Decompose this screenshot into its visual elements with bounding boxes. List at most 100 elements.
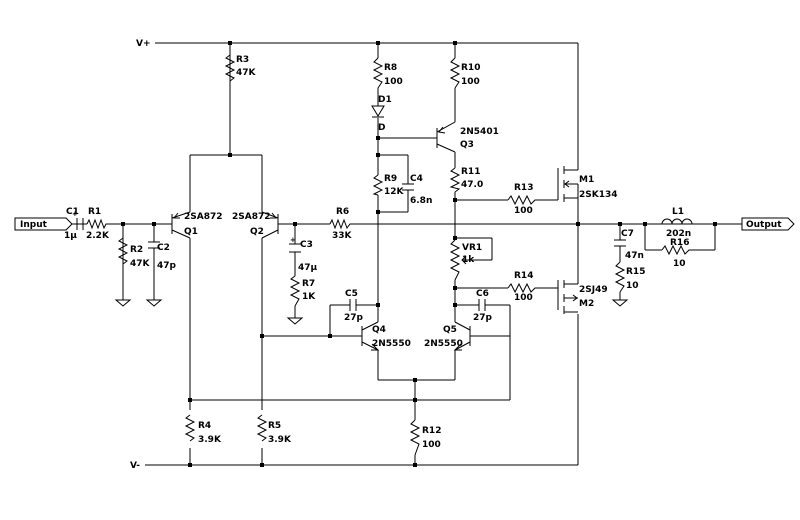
svg-text:Input: Input	[20, 220, 48, 230]
svg-text:6.8n: 6.8n	[410, 196, 432, 206]
svg-text:C3: C3	[300, 240, 313, 250]
svg-text:1K: 1K	[302, 292, 316, 302]
svg-text:V+: V+	[136, 39, 151, 49]
svg-text:C6: C6	[476, 289, 489, 299]
resistor-r6[interactable]: R6 33K	[329, 207, 353, 241]
svg-text:Output: Output	[746, 220, 782, 230]
svg-text:100: 100	[514, 293, 533, 303]
inductor-l1[interactable]: L1 202n	[661, 207, 693, 239]
svg-text:C7: C7	[621, 229, 634, 239]
resistor-r14[interactable]: R14 100	[507, 271, 538, 303]
resistor-r16[interactable]: R16 10	[661, 238, 692, 269]
svg-text:1µ: 1µ	[64, 231, 77, 241]
svg-text:Q3: Q3	[460, 140, 474, 150]
resistor-r4[interactable]: R4 3.9K	[184, 414, 222, 445]
svg-text:2SA872: 2SA872	[184, 212, 223, 222]
svg-text:100: 100	[384, 77, 403, 87]
capacitor-c5[interactable]: C5 27p	[344, 289, 364, 323]
svg-text:Q4: Q4	[372, 325, 386, 335]
svg-text:R13: R13	[514, 183, 533, 193]
resistor-r5[interactable]: R5 3.9K	[256, 414, 292, 445]
svg-text:M2: M2	[579, 299, 594, 309]
svg-text:R6: R6	[336, 207, 349, 217]
transistor-q1[interactable]: 2SA872 Q1	[171, 211, 223, 239]
mosfet-m2[interactable]: 2SJ49 M2	[557, 224, 608, 314]
resistor-r8[interactable]: R8 100	[372, 57, 403, 89]
resistor-r3[interactable]: R3 47K	[224, 54, 257, 82]
svg-text:R12: R12	[422, 426, 441, 436]
svg-text:47K: 47K	[236, 68, 257, 78]
svg-text:R7: R7	[302, 279, 315, 289]
svg-text:V-: V-	[130, 461, 140, 471]
svg-text:Q2: Q2	[250, 227, 264, 237]
transistor-q3[interactable]: 2N5401 Q3	[436, 121, 499, 153]
resistor-r11[interactable]: R11 47.0	[449, 167, 483, 193]
resistor-r10[interactable]: R10 100	[449, 57, 480, 89]
potentiometer-vr1[interactable]: VR1 1k	[449, 239, 482, 281]
svg-text:Q5: Q5	[443, 325, 457, 335]
resistor-r12[interactable]: R12 100	[409, 419, 441, 456]
junctions	[121, 41, 717, 467]
svg-text:12K: 12K	[384, 187, 405, 197]
svg-text:Q1: Q1	[184, 227, 198, 237]
svg-text:C1: C1	[66, 207, 79, 217]
capacitor-c4[interactable]: C4 6.8n	[402, 174, 432, 206]
vplus-label: V+	[136, 39, 151, 49]
ground-r7	[286, 317, 304, 325]
svg-text:10: 10	[626, 281, 639, 291]
transistor-q4[interactable]: Q4 2N5550	[361, 321, 411, 351]
capacitor-c6[interactable]: C6 27p	[473, 289, 493, 323]
svg-text:D1: D1	[378, 95, 392, 105]
svg-text:33K: 33K	[332, 231, 353, 241]
resistor-r9[interactable]: R9 12K	[372, 174, 405, 197]
svg-text:M1: M1	[579, 175, 594, 185]
svg-text:R8: R8	[384, 63, 397, 73]
svg-text:C4: C4	[410, 174, 423, 184]
svg-text:27p: 27p	[473, 313, 493, 323]
capacitor-c7[interactable]: C7 47n	[614, 229, 644, 261]
svg-text:R9: R9	[384, 174, 397, 184]
svg-text:C2: C2	[157, 243, 170, 253]
svg-text:100: 100	[422, 440, 441, 450]
svg-text:R11: R11	[461, 167, 480, 177]
ground-r2	[114, 299, 132, 307]
svg-text:1k: 1k	[462, 255, 475, 265]
svg-text:100: 100	[461, 77, 480, 87]
resistor-r13[interactable]: R13 100	[507, 183, 538, 216]
svg-text:100: 100	[514, 206, 533, 216]
capacitor-c3[interactable]: + C3 47µ	[289, 236, 318, 273]
svg-text:R4: R4	[198, 421, 211, 431]
svg-text:47p: 47p	[157, 261, 177, 271]
resistor-r2[interactable]: R2 47K	[117, 237, 151, 269]
svg-text:2SA872: 2SA872	[232, 212, 271, 222]
transistor-q5[interactable]: Q5 2N5550	[424, 321, 471, 351]
svg-text:2N5550: 2N5550	[424, 339, 463, 349]
svg-text:27p: 27p	[344, 313, 364, 323]
svg-text:3.9K: 3.9K	[198, 435, 222, 445]
transistor-q2[interactable]: 2SA872 Q2	[232, 211, 279, 239]
resistor-r7[interactable]: R7 1K	[289, 275, 316, 307]
svg-text:202n: 202n	[666, 229, 691, 239]
input-port[interactable]: Input	[14, 217, 73, 231]
svg-text:R15: R15	[626, 267, 645, 277]
svg-text:VR1: VR1	[462, 243, 482, 253]
svg-text:10: 10	[673, 259, 686, 269]
resistor-r1[interactable]: R1 2.2K	[86, 207, 110, 241]
mosfet-m1[interactable]: M1 2SK134	[557, 166, 618, 224]
svg-text:+: +	[72, 210, 78, 218]
diode-d1[interactable]: D1 D	[371, 95, 392, 133]
ground-r15	[611, 299, 629, 307]
capacitor-c2[interactable]: C2 47p	[148, 241, 177, 271]
svg-text:R5: R5	[268, 421, 281, 431]
svg-text:3.9K: 3.9K	[268, 435, 292, 445]
svg-text:R16: R16	[670, 238, 689, 248]
svg-text:R14: R14	[514, 271, 533, 281]
svg-text:47n: 47n	[625, 251, 644, 261]
svg-text:2N5401: 2N5401	[460, 127, 499, 137]
resistor-r15[interactable]: R15 10	[614, 261, 645, 293]
svg-text:2SJ49: 2SJ49	[579, 285, 608, 295]
capacitor-c1[interactable]: C1 1µ +	[64, 207, 87, 241]
output-port[interactable]: Output	[741, 217, 795, 231]
svg-text:47K: 47K	[130, 259, 151, 269]
